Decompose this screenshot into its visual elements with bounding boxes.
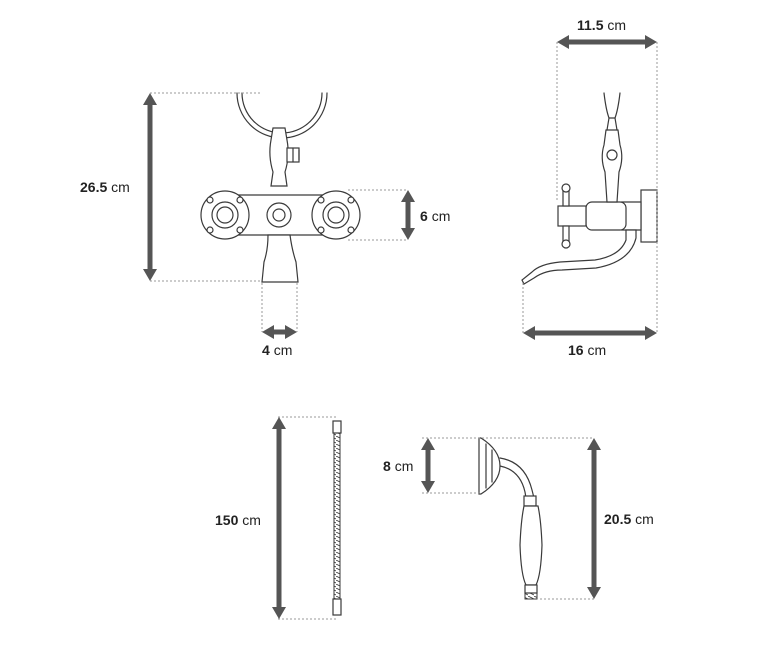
cradle-ring-inner xyxy=(241,92,323,134)
arrow-depth-head-end xyxy=(645,35,657,49)
arrow-hand-shower-length xyxy=(587,438,601,599)
arrow-hand-shower-length-head-start xyxy=(587,438,601,450)
shower-handle xyxy=(519,505,543,586)
side-cradle-fork xyxy=(603,92,621,119)
arrow-hose-length-head-end xyxy=(272,607,286,619)
hand-shower xyxy=(478,437,543,600)
wall-flange xyxy=(640,189,658,243)
arrow-head-diameter xyxy=(421,438,435,493)
arrow-spout-reach-head-start xyxy=(523,326,535,340)
cradle-stem xyxy=(269,127,289,187)
mixer-side-view xyxy=(521,92,658,285)
left-cross-handle xyxy=(200,190,250,240)
label-spout-reach: 16 cm xyxy=(568,342,606,358)
shower-head xyxy=(478,437,501,495)
side-body xyxy=(585,201,627,231)
label-handle-spacing: 6 cm xyxy=(420,208,450,224)
arrow-tap-height xyxy=(143,93,157,281)
arrow-handle-spacing-head-end xyxy=(401,228,415,240)
side-handle xyxy=(557,205,587,227)
arrow-head-diameter-head-start xyxy=(421,438,435,450)
arrow-spout-reach xyxy=(523,326,657,340)
spout-front xyxy=(261,234,299,283)
arrow-depth xyxy=(557,35,657,49)
dimension-arrows xyxy=(143,35,657,619)
arrow-spout-width-head-start xyxy=(262,325,274,339)
label-head-diameter: 8 cm xyxy=(383,458,413,474)
side-cradle-stem xyxy=(601,129,623,203)
shower-hose xyxy=(332,420,342,616)
label-spout-width: 4 cm xyxy=(262,342,292,358)
arrow-hand-shower-length-head-end xyxy=(587,587,601,599)
label-tap-height: 26.5 cm xyxy=(80,179,130,195)
mixer-front-view xyxy=(200,92,361,283)
arrow-handle-spacing xyxy=(401,190,415,240)
arrow-hose-length-head-start xyxy=(272,417,286,429)
arrow-tap-height-head-start xyxy=(143,93,157,105)
arrow-handle-spacing-head-start xyxy=(401,190,415,202)
arrow-tap-height-head-end xyxy=(143,269,157,281)
arrow-spout-width xyxy=(262,325,297,339)
arrow-hose-length xyxy=(272,417,286,619)
central-hub xyxy=(266,202,292,228)
side-spout xyxy=(521,229,637,285)
arrow-depth-head-start xyxy=(557,35,569,49)
right-cross-handle xyxy=(311,190,361,240)
arrow-spout-width-head-end xyxy=(285,325,297,339)
arrow-spout-reach-head-end xyxy=(645,326,657,340)
guide-lines xyxy=(150,42,658,620)
arrow-head-diameter-head-end xyxy=(421,481,435,493)
label-depth: 11.5 cm xyxy=(577,17,626,33)
label-hand-shower-length: 20.5 cm xyxy=(604,511,654,527)
label-hose-length: 150 cm xyxy=(215,512,261,528)
